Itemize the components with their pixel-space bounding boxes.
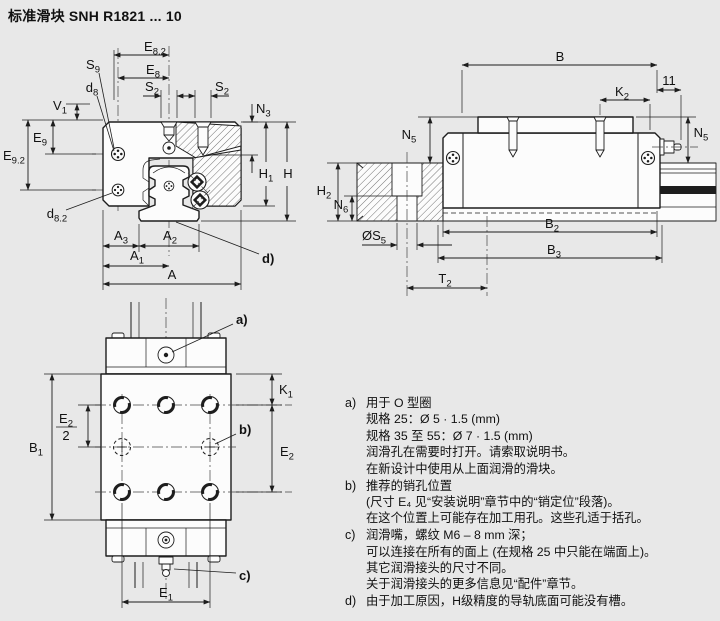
footnote-c: c) 润滑嘴，螺纹 M6 – 8 mm 深； 可以连接在所有的面上 (在规格 2… xyxy=(345,527,717,593)
dim-label-n5-right: N5 xyxy=(694,125,709,144)
footnote-marker: a) xyxy=(345,396,357,410)
dim-label-n3: N3 xyxy=(256,101,271,120)
dim-label-n5-left: N5 xyxy=(402,127,417,146)
callout-b: b) xyxy=(239,422,251,437)
dim-label-e1: E1 xyxy=(159,585,173,604)
dim-label-b: B xyxy=(556,49,565,64)
dim-label-s9: S9 xyxy=(86,57,100,76)
dim-label-a3: A3 xyxy=(114,228,128,247)
end-cap-screw-left xyxy=(445,150,461,166)
dim-label-e8-2: E8.2 xyxy=(144,39,166,58)
dim-label-a: A xyxy=(168,267,177,282)
dim-label-h2: H2 xyxy=(317,183,332,202)
dim-label-b3: B3 xyxy=(547,242,561,261)
top-rail-lower xyxy=(134,562,198,588)
grease-nipple-top-view xyxy=(158,556,174,577)
dim-label-s2-right: S2 xyxy=(215,79,229,98)
callout-c: c) xyxy=(239,568,251,583)
side-carriage xyxy=(442,116,698,209)
side-screw-slot-right xyxy=(593,116,607,158)
top-end-cap-upper xyxy=(105,332,227,375)
footnote-a: a) 用于 O 型圈 规格 25：Ø 5 · 1.5 (mm) 规格 35 至 … xyxy=(345,395,717,477)
dim-label-e8: E8 xyxy=(146,62,160,81)
footnote-text: 润滑嘴，螺纹 M6 – 8 mm 深； 可以连接在所有的面上 (在规格 25 中… xyxy=(366,528,657,592)
front-guide-rail xyxy=(138,165,200,222)
svg-text:E2: E2 xyxy=(59,411,73,430)
front-screw-slot-center xyxy=(160,121,178,155)
footnote-text: 由于加工原因，H级精度的导轨底面可能没有槽。 xyxy=(366,594,634,609)
top-rail-upper xyxy=(130,302,202,338)
dim-label-s2-left: S2 xyxy=(145,79,159,98)
footnote-marker: b) xyxy=(345,478,357,493)
footnote-marker: c) xyxy=(345,528,356,543)
dim-label-b1: B1 xyxy=(29,440,43,459)
rail-groove-band xyxy=(660,186,716,194)
dim-label-e2: E2 xyxy=(280,444,294,463)
dim-label-11: 11 xyxy=(662,73,676,88)
lube-hole-d82 xyxy=(111,183,125,197)
page-title: 标准滑块 SNH R1821 ... 10 xyxy=(8,8,182,24)
footnote-marker: d) xyxy=(345,594,357,609)
top-view: a) K1 b) E2 E2 2 B1 E1 c) xyxy=(29,298,294,608)
front-screw-slot-right xyxy=(194,121,212,156)
carriage-top-plate xyxy=(477,116,634,134)
dim-label-e9: E9 xyxy=(33,130,47,149)
dim-label-e9-2: E9.2 xyxy=(3,148,25,167)
svg-text:2: 2 xyxy=(62,428,69,443)
end-cap-screw-right xyxy=(640,150,656,166)
section-hatch-top xyxy=(175,121,242,159)
dim-label-d8-2: d8.2 xyxy=(47,206,67,225)
dim-label-h1: H1 xyxy=(259,166,274,185)
dim-label-n6: N6 xyxy=(334,197,349,216)
footnotes: a) 用于 O 型圈 规格 25：Ø 5 · 1.5 (mm) 规格 35 至 … xyxy=(345,395,717,610)
callout-a: a) xyxy=(236,312,248,327)
dim-label-b2: B2 xyxy=(545,216,559,235)
dim-label-e2-half: E2 2 xyxy=(56,411,77,443)
footnote-d: d) 由于加工原因，H级精度的导轨底面可能没有槽。 xyxy=(345,593,717,609)
dim-label-h: H xyxy=(283,166,292,181)
footnote-text: 用于 O 型圈 规格 25：Ø 5 · 1.5 (mm) 规格 35 至 55：… xyxy=(366,396,576,476)
dim-label-d8: d8 xyxy=(86,80,99,99)
callout-d: d) xyxy=(262,251,274,266)
side-view: B 11 K2 N5 N5 H2 N6 ØS5 B2 B3 T2 xyxy=(317,49,717,296)
dim-label-s5: ØS5 xyxy=(362,228,386,247)
footnote-text: 推荐的销孔位置 (尺寸 E₄ 见“安装说明”章节中的“销定位”段落)。 在这个位… xyxy=(366,478,649,526)
dim-label-v1: V1 xyxy=(53,98,67,117)
top-end-cap-lower xyxy=(105,519,227,577)
front-view: E8.2 E8 S9 d8 S2 S2 N3 V1 E9 E9.2 d8.2 H… xyxy=(3,39,296,290)
side-screw-slot-left xyxy=(506,116,520,158)
footnote-b: b) 推荐的销孔位置 (尺寸 E₄ 见“安装说明”章节中的“销定位”段落)。 在… xyxy=(345,478,717,527)
dim-label-t2: T2 xyxy=(438,271,451,290)
dim-label-k1: K1 xyxy=(279,382,293,401)
dim-label-a2: A2 xyxy=(163,228,177,247)
dim-label-k2: K2 xyxy=(615,84,629,103)
dim-label-a1: A1 xyxy=(130,248,144,267)
